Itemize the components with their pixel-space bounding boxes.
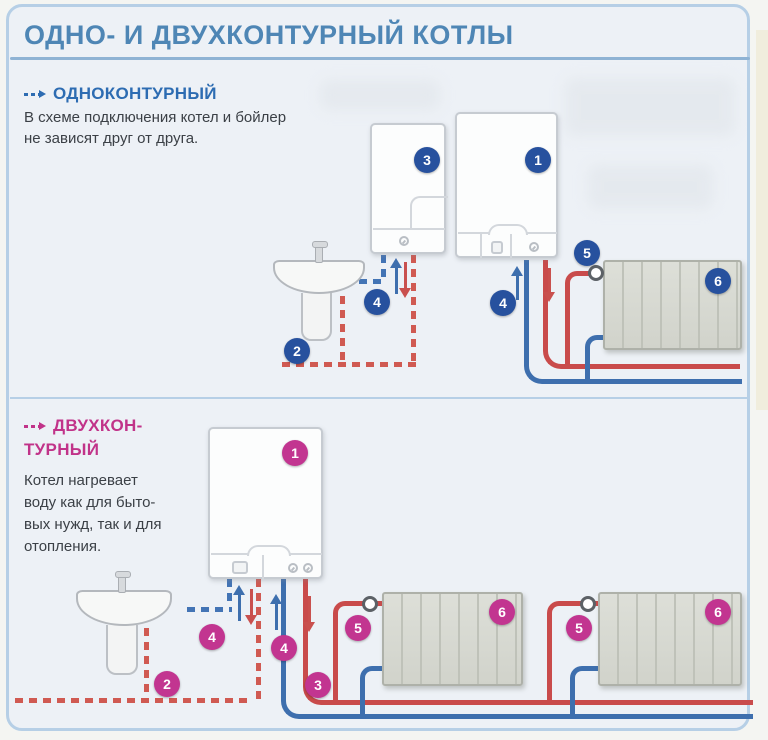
badge-radiator-a: 6 xyxy=(489,599,515,625)
single-circuit-boiler xyxy=(455,112,558,258)
description-line: вых нужд, так и для xyxy=(24,516,162,533)
scan-showthrough xyxy=(588,165,713,209)
badge-valve-b: 5 xyxy=(566,615,592,641)
heating-return-pipe xyxy=(524,260,552,384)
heating-supply-pipe xyxy=(565,364,740,369)
flow-down-arrow xyxy=(543,268,555,302)
dashed-arrow-icon xyxy=(24,421,46,431)
description-line: В схеме подключения котел и бойлер xyxy=(24,109,287,126)
dhw-hot-pipe xyxy=(187,607,232,612)
dual-circuit-heading-text: ТУРНЫЙ xyxy=(24,440,100,459)
badge-dhw-pipes: 4 xyxy=(364,289,390,315)
title-underline xyxy=(10,57,750,60)
flow-down-arrow xyxy=(245,589,257,625)
cold-water-pipe xyxy=(15,698,252,703)
badge-storage-heater: 3 xyxy=(414,147,440,173)
flow-up-arrow xyxy=(511,266,523,300)
badge-valve: 5 xyxy=(574,240,600,266)
boiler-panel-divider xyxy=(262,555,264,580)
radiator-valve xyxy=(580,596,596,612)
boiler-panel-divider xyxy=(510,234,512,258)
section-divider xyxy=(10,397,750,399)
badge-sink-supply: 2 xyxy=(284,338,310,364)
boiler-cover-line xyxy=(410,196,448,230)
radiator-return-pipe xyxy=(570,666,598,719)
heating-supply-pipe xyxy=(303,579,329,705)
storage-water-heater xyxy=(370,123,448,254)
flow-down-arrow xyxy=(303,596,315,632)
flow-down-arrow xyxy=(399,262,411,298)
dual-circuit-description: Котел нагревает воду как для быто- вых н… xyxy=(24,470,189,558)
sink-supply-pipe xyxy=(144,628,149,698)
radiator-valve xyxy=(362,596,378,612)
badge-heating-pipes: 4 xyxy=(490,290,516,316)
display-icon xyxy=(232,561,248,574)
cold-water-pipe xyxy=(256,579,261,700)
single-circuit-heading: ОДНОКОНТУРНЫЙ xyxy=(24,84,217,104)
badge-radiator: 6 xyxy=(705,268,731,294)
scan-showthrough xyxy=(320,80,440,110)
badge-heating-pipes: 4 xyxy=(271,635,297,661)
sink-pedestal xyxy=(106,625,138,675)
heating-supply-pipe xyxy=(543,260,569,369)
page-title: ОДНО- И ДВУХКОНТУРНЫЙ КОТЛЫ xyxy=(24,20,514,50)
single-circuit-heading-text: ОДНОКОНТУРНЫЙ xyxy=(53,84,217,103)
dhw-hot-pipe xyxy=(381,255,386,281)
badge-valve-a: 5 xyxy=(345,615,371,641)
boiler-panel-bump xyxy=(488,224,528,235)
badge-boiler: 1 xyxy=(525,147,551,173)
description-line: не зависят друг от друга. xyxy=(24,130,199,147)
single-circuit-description: В схеме подключения котел и бойлер не за… xyxy=(24,107,394,149)
radiator-feed-pipe xyxy=(565,271,590,366)
heating-return-pipe xyxy=(548,379,742,384)
badge-sink-supply: 2 xyxy=(154,671,180,697)
flow-up-arrow xyxy=(270,594,282,630)
dial-icon xyxy=(529,242,539,252)
sink-supply-pipe xyxy=(340,296,345,362)
boiler-panel-bump xyxy=(247,545,291,556)
sink-pedestal xyxy=(301,293,332,341)
radiator-valve xyxy=(588,265,604,281)
heating-return-pipe xyxy=(303,714,753,719)
boiler-panel-line xyxy=(373,228,445,230)
faucet-icon xyxy=(115,571,131,593)
radiator-return-pipe xyxy=(585,335,603,384)
cold-water-pipe xyxy=(282,362,416,367)
dial-icon xyxy=(288,563,298,573)
radiator-feed-pipe xyxy=(333,601,364,700)
faucet-icon xyxy=(312,241,328,263)
description-line: отопления. xyxy=(24,538,102,555)
description-line: воду как для быто- xyxy=(24,494,156,511)
badge-boiler: 1 xyxy=(282,440,308,466)
dual-circuit-heading: ДВУХКОН- xyxy=(24,416,143,436)
boiler-panel-divider xyxy=(480,234,482,258)
radiator-return-pipe xyxy=(360,666,382,719)
badge-radiator-b: 6 xyxy=(705,599,731,625)
radiator-feed-pipe xyxy=(547,601,582,700)
dashed-arrow-icon xyxy=(24,89,46,99)
scan-showthrough xyxy=(565,78,735,136)
dhw-hot-pipe xyxy=(227,579,232,605)
badge-heating-outlet: 3 xyxy=(305,672,331,698)
display-icon xyxy=(491,241,503,254)
badge-dhw-pipes: 4 xyxy=(199,624,225,650)
dial-icon xyxy=(303,563,313,573)
flow-up-arrow xyxy=(233,585,245,621)
description-line: Котел нагревает xyxy=(24,472,138,489)
dual-circuit-heading-text: ДВУХКОН- xyxy=(53,416,143,435)
flow-up-arrow xyxy=(390,258,402,294)
dial-icon xyxy=(399,236,409,246)
cold-water-pipe xyxy=(411,255,416,366)
dhw-hot-pipe xyxy=(345,279,386,284)
scan-edge-artifact xyxy=(756,30,768,410)
heating-supply-pipe xyxy=(325,700,753,705)
